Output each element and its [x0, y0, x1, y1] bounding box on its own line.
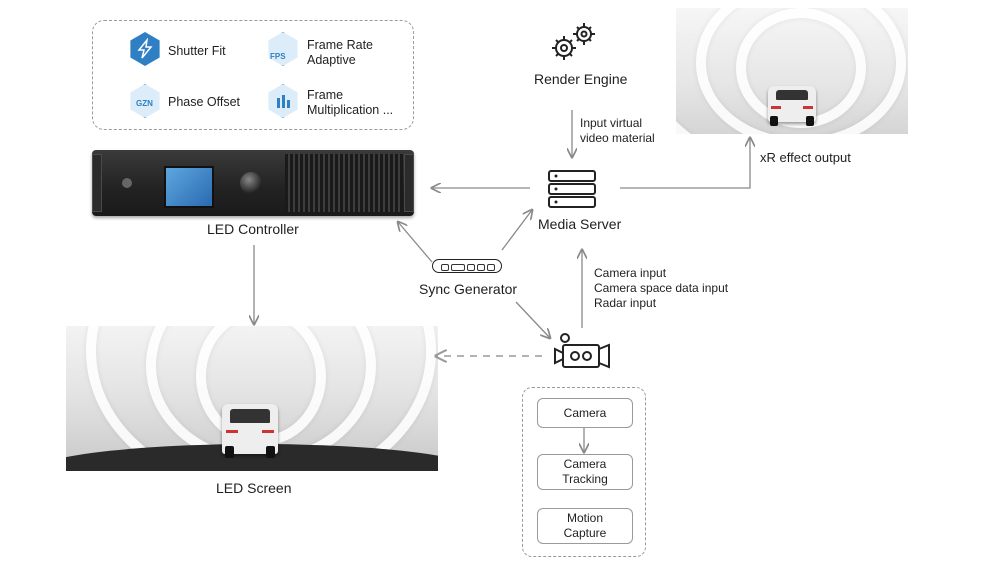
source-motion-capture: Motion Capture	[537, 508, 633, 544]
feature-label-shutter-fit: Shutter Fit	[168, 44, 226, 58]
render-engine-label: Render Engine	[534, 71, 628, 87]
xr-output-label: xR effect output	[760, 150, 851, 165]
sync-generator-icon	[432, 259, 502, 273]
led-controller-label: LED Controller	[207, 221, 299, 237]
fps-badge: FPS	[270, 52, 286, 61]
radar-input-label: Radar input	[594, 296, 657, 310]
arrow-sync-to-camera	[515, 301, 550, 338]
led-controller-device	[92, 150, 414, 216]
arrow-sync-to-media	[501, 210, 532, 251]
led-screen-image	[66, 326, 438, 471]
camera-space-label: Camera space data input	[594, 281, 729, 295]
input-sources-panel: Camera Camera Tracking Motion Capture	[522, 387, 646, 557]
media-server-label: Media Server	[538, 216, 622, 232]
led-screen-label: LED Screen	[216, 480, 292, 496]
gears-icon	[552, 23, 595, 60]
xr-output-image	[676, 8, 908, 134]
arrow-media-to-xr	[620, 138, 750, 189]
source-camera-tracking: Camera Tracking	[537, 454, 633, 490]
source-camera: Camera	[537, 398, 633, 428]
server-icon	[548, 170, 596, 208]
feature-label-phase-offset: Phase Offset	[168, 95, 241, 109]
feature-panel	[92, 20, 414, 130]
lightning-icon	[137, 38, 153, 59]
bars-icon	[277, 95, 290, 108]
video-material-label: video material	[580, 131, 655, 145]
input-virtual-label: Input virtual	[580, 116, 643, 130]
feature-label-frame-multiplication: Frame Multiplication ...	[307, 88, 394, 117]
camera-input-label: Camera input	[594, 266, 667, 280]
sync-generator-label: Sync Generator	[419, 281, 518, 297]
feature-label-frame-rate: Frame Rate Adaptive	[307, 38, 373, 67]
camera-icon	[554, 333, 610, 369]
gzn-badge: GZN	[136, 99, 153, 108]
arrow-sync-to-controller	[398, 222, 433, 263]
